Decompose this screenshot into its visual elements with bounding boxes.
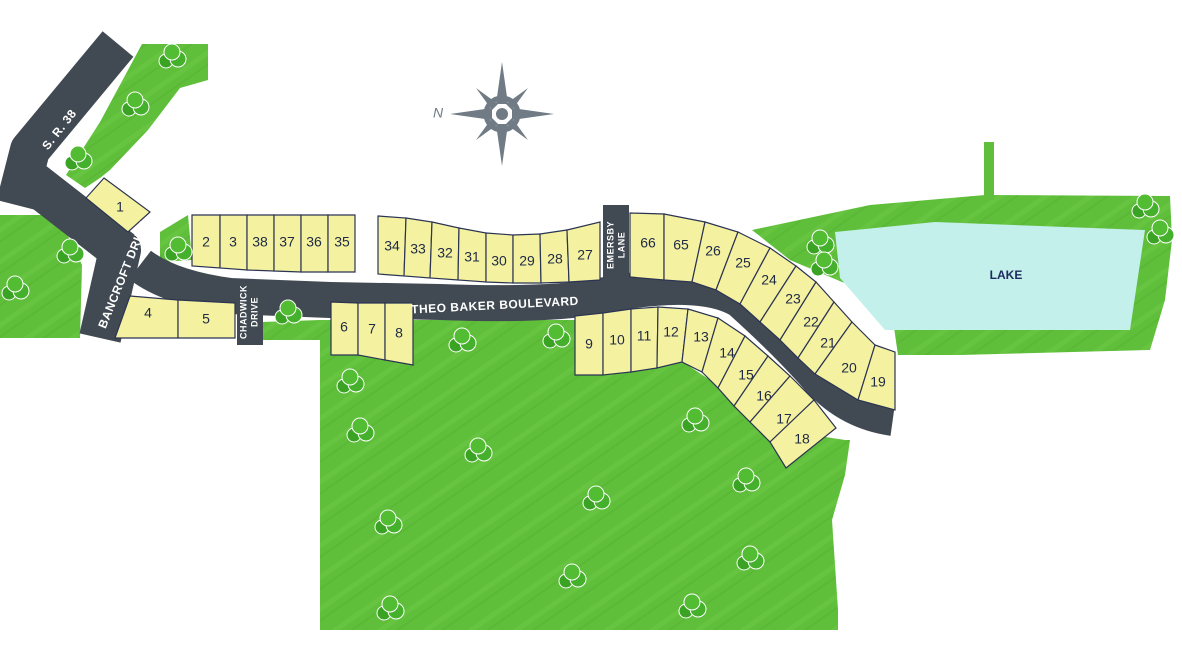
- lot-8[interactable]: 8: [384, 302, 414, 366]
- lot-number: 6: [340, 319, 348, 335]
- street-label-chadwick-line2: DRIVE: [249, 297, 259, 327]
- grass-north-wedge: [66, 44, 208, 188]
- lake-channel: [984, 142, 994, 200]
- lot-number: 25: [735, 255, 751, 271]
- lot-number: 65: [673, 237, 689, 253]
- lot-number: 35: [334, 234, 350, 250]
- lot-number: 10: [609, 332, 625, 348]
- lot-number: 29: [519, 253, 535, 269]
- lot-2[interactable]: 2: [191, 214, 221, 269]
- lot-number: 4: [144, 305, 152, 321]
- lot-number: 17: [776, 411, 792, 427]
- street-label-emersby-line1: EMERSBY: [605, 221, 615, 269]
- grass-southwest: [0, 215, 82, 338]
- lot-number: 1: [116, 199, 124, 215]
- lot-6[interactable]: 6: [330, 301, 359, 356]
- lake-water: [835, 222, 1145, 330]
- lot-number: 19: [870, 374, 886, 390]
- lot-32[interactable]: 32: [429, 221, 460, 281]
- compass-icon: [450, 62, 554, 166]
- road-bancroft: [17, 163, 141, 343]
- lot-31[interactable]: 31: [457, 227, 487, 283]
- lot-30[interactable]: 30: [485, 232, 514, 284]
- lot-33[interactable]: 33: [403, 217, 433, 279]
- lot-number: 38: [252, 234, 268, 250]
- lot-11[interactable]: 11: [630, 306, 659, 373]
- lot-18[interactable]: 18: [769, 399, 837, 469]
- lot-number: 22: [803, 314, 819, 330]
- lots: 1 2 3 38 37 36 35 34 33 32 31 30 29 28 2…: [85, 177, 896, 469]
- road-theo-baker: [129, 250, 896, 436]
- lot-number: 27: [577, 247, 593, 263]
- lot-29[interactable]: 29: [512, 233, 542, 284]
- lot-35[interactable]: 35: [327, 214, 356, 273]
- lot-number: 36: [306, 234, 322, 250]
- lot-36[interactable]: 36: [300, 214, 329, 273]
- lot-number: 16: [756, 388, 772, 404]
- road-sr38: [0, 31, 134, 210]
- lot-number: 5: [202, 311, 210, 327]
- lot-10[interactable]: 10: [602, 308, 632, 376]
- lot-number: 18: [794, 431, 810, 447]
- roads: [0, 31, 896, 436]
- lot-number: 32: [437, 245, 453, 261]
- lot-number: 34: [384, 238, 400, 254]
- lot-number: 33: [410, 241, 426, 257]
- lake: LAKE: [835, 222, 1145, 330]
- lot-65[interactable]: 65: [663, 213, 706, 283]
- lot-number: 26: [705, 243, 721, 259]
- lot-number: 2: [202, 234, 210, 250]
- lot-number: 12: [663, 324, 679, 340]
- lot-27[interactable]: 27: [566, 221, 601, 283]
- lot-number: 7: [368, 321, 376, 337]
- compass-rose: N: [433, 62, 554, 166]
- lot-number: 8: [395, 325, 403, 341]
- lot-number: 9: [585, 336, 593, 352]
- lot-28[interactable]: 28: [539, 229, 570, 284]
- lot-25[interactable]: 25: [715, 231, 771, 305]
- lot-37[interactable]: 37: [273, 214, 302, 273]
- compass-north-label: N: [433, 105, 444, 121]
- lot-number: 20: [841, 360, 857, 376]
- lot-number: 13: [693, 329, 709, 345]
- lot-19[interactable]: 19: [857, 344, 896, 411]
- grass-small-patch: [262, 320, 320, 340]
- street-label-chadwick-line1: CHADWICK: [238, 285, 248, 339]
- lot-number: 11: [637, 328, 652, 344]
- street-label-emersby-line2: LANE: [616, 232, 626, 259]
- lot-34[interactable]: 34: [377, 215, 407, 277]
- lot-5[interactable]: 5: [177, 299, 236, 339]
- lot-number: 24: [761, 272, 777, 288]
- lot-38[interactable]: 38: [246, 214, 275, 272]
- lot-16[interactable]: 16: [733, 355, 791, 423]
- lot-3[interactable]: 3: [219, 214, 248, 271]
- lot-number: 23: [785, 291, 801, 307]
- lake-label: LAKE: [990, 268, 1023, 282]
- lot-7[interactable]: 7: [357, 302, 386, 361]
- lot-number: 3: [229, 234, 237, 250]
- lot-number: 31: [464, 249, 480, 265]
- lot-number: 14: [719, 345, 735, 361]
- lot-9[interactable]: 9: [574, 312, 604, 376]
- lot-1[interactable]: 1: [85, 177, 151, 233]
- lot-number: 30: [491, 253, 507, 269]
- lot-number: 28: [547, 251, 563, 267]
- lot-number: 66: [640, 235, 656, 251]
- lot-66[interactable]: 66: [629, 212, 665, 281]
- grass-main-field: [320, 320, 850, 630]
- lot-number: 21: [820, 335, 836, 351]
- lot-number: 15: [738, 367, 754, 383]
- lot-24[interactable]: 24: [739, 247, 797, 323]
- lot-number: 37: [279, 234, 295, 250]
